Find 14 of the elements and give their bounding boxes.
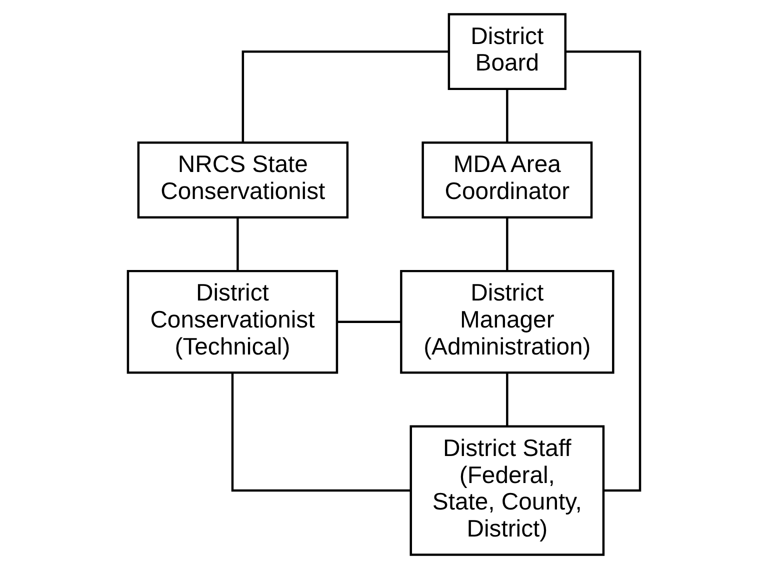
node-box: NRCS State Conservationist — [136, 142, 348, 218]
connector — [230, 372, 410, 492]
node-box: District Conservationist (Technical) — [126, 270, 338, 374]
node-box: District Staff (Federal, State, County, District) — [409, 425, 604, 556]
connector — [506, 218, 508, 271]
connector — [336, 320, 400, 323]
connector — [506, 372, 508, 426]
node-box: District Manager (Administration) — [400, 270, 614, 374]
node-box: District Board — [447, 13, 566, 90]
connector — [506, 89, 508, 142]
connector — [564, 50, 641, 492]
connector — [236, 218, 238, 271]
node-box: MDA Area Coordinator — [421, 142, 592, 218]
connector — [241, 50, 448, 142]
